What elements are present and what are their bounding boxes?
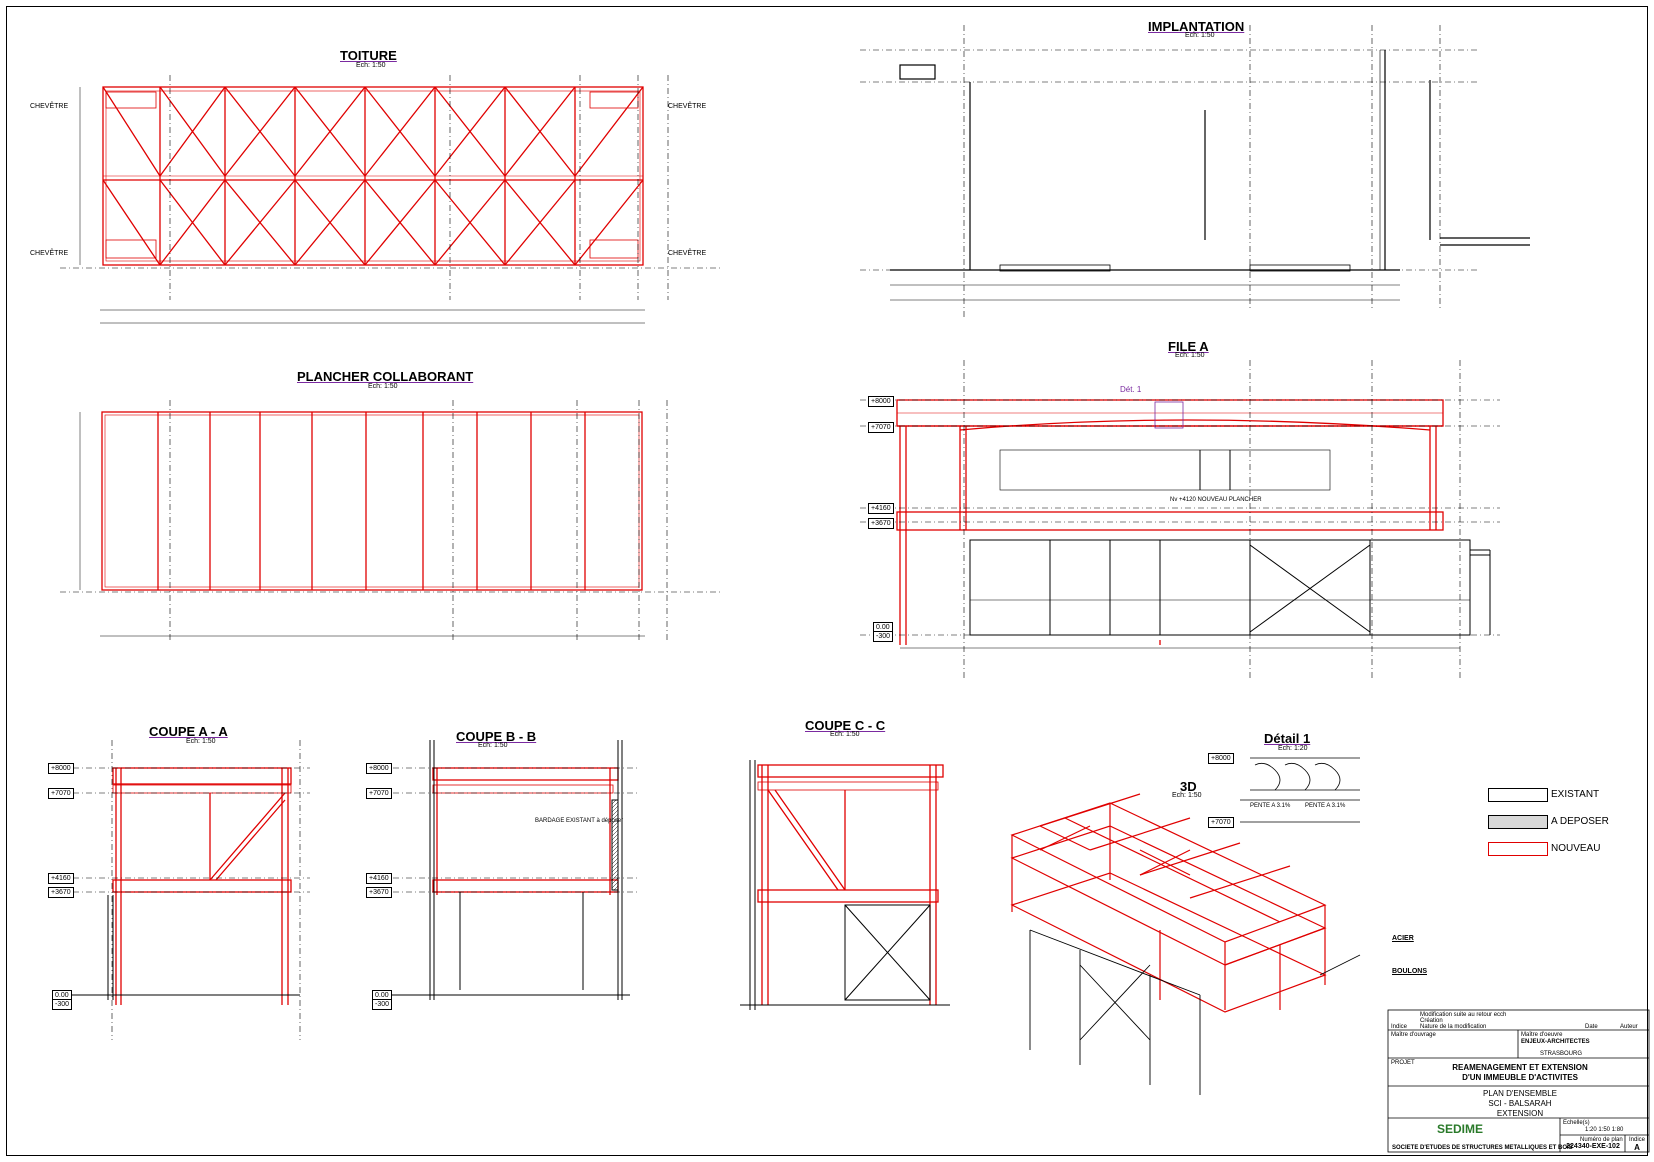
toiture-chevetre-right-2: CHEVÊTRE [668, 250, 707, 257]
company-logo: SEDIME [1436, 1122, 1483, 1136]
toiture-scale: Ech: 1:50 [356, 62, 386, 69]
level-tag-4160: +4160 [868, 503, 894, 514]
moe-city: STRASBOURG [1540, 1051, 1583, 1057]
company-full-name: SOCIETE D'ETUDES DE STRUCTURES METALLIQU… [1392, 1145, 1573, 1151]
rev-header-date: Date [1585, 1024, 1598, 1030]
notes-boulons: BOULONS [1392, 968, 1427, 975]
legend-existant-swatch [1488, 788, 1548, 802]
file-a-grid [860, 360, 1500, 680]
file-a-scale: Ech: 1:50 [1175, 352, 1205, 359]
coupe-bb-level-3670: +3670 [366, 887, 392, 898]
legend-existant-label: EXISTANT [1551, 789, 1600, 800]
coupe-cc-title: COUPE C - C [805, 718, 886, 733]
plancher-scale: Ech: 1:50 [368, 383, 398, 390]
toiture-grid [60, 75, 720, 300]
coupe-aa-level-4160: +4160 [48, 873, 74, 884]
detail-1-scale: Ech: 1:20 [1278, 745, 1308, 752]
plan-number: 224340-EXE-102 [1566, 1143, 1620, 1150]
coupe-bb-scale: Ech: 1:50 [478, 742, 508, 749]
moa-label: Maître d'ouvrage [1391, 1032, 1436, 1038]
coupe-aa-title: COUPE A - A [149, 724, 228, 739]
level-tag-300: -300 [873, 631, 894, 642]
coupe-cc-scale: Ech: 1:50 [830, 731, 860, 738]
coupe-aa-scale: Ech: 1:50 [186, 738, 216, 745]
rev-0: Création [1420, 1018, 1443, 1024]
coupe-bb-level-8000: +8000 [366, 763, 392, 774]
legend-nouveau-label: NOUVEAU [1551, 843, 1601, 854]
plancher-title: PLANCHER COLLABORANT [297, 369, 474, 384]
coupe-bb-level-7070: +7070 [366, 788, 392, 799]
coupe-bb-title: COUPE B - B [456, 729, 537, 744]
detail-1-level-8000: +8000 [1208, 753, 1234, 764]
plan-line-1: PLAN D'ENSEMBLE [1483, 1089, 1557, 1098]
scale-label: Echelle(s) [1563, 1120, 1590, 1126]
view-3d-scale: Ech: 1:50 [1172, 792, 1202, 799]
view-3d-title: 3D [1180, 779, 1197, 794]
toiture-plan [102, 86, 644, 266]
toiture-title: TOITURE [340, 48, 397, 63]
detail-1 [1240, 757, 1360, 823]
detail-1-slope-right: PENTE A 3.1% [1305, 803, 1346, 809]
rev-header-nature: Nature de la modification [1420, 1024, 1487, 1030]
level-tag-3670: +3670 [868, 518, 894, 529]
coupe-aa-level-7070: +7070 [48, 788, 74, 799]
coupe-cc-section [757, 764, 944, 1005]
detail-1-title: Détail 1 [1264, 731, 1311, 746]
plancher-grid [60, 400, 720, 640]
rev-header-author: Auteur [1620, 1024, 1638, 1030]
toiture-chevetre-left: CHEVÊTRE [30, 103, 69, 110]
level-tag-7070: +7070 [868, 422, 894, 433]
plan-no-label: Numéro de plan [1580, 1137, 1623, 1143]
drawing-sheet [6, 6, 1648, 1156]
projet-label: PROJET [1391, 1060, 1415, 1066]
moe-label: Maître d'oeuvre [1521, 1032, 1563, 1038]
coupe-aa-level-300: -300 [52, 999, 73, 1010]
coupe-bb-section [432, 767, 619, 895]
rev-header-index: Indice [1391, 1024, 1408, 1030]
legend-deposer-label: A DEPOSER [1551, 816, 1609, 827]
scale-values: 1:20 1:50 1:80 [1585, 1127, 1624, 1133]
toiture-chevetre-right: CHEVÊTRE [668, 103, 707, 110]
toiture-dims [79, 87, 645, 324]
legend-deposer-swatch [1488, 815, 1548, 829]
coupe-aa-section [112, 767, 292, 1005]
coupe-aa-level-3670: +3670 [48, 887, 74, 898]
coupe-bb-level-4160: +4160 [366, 873, 392, 884]
index-label: Indice [1629, 1137, 1646, 1143]
toiture-chevetre-left-2: CHEVÊTRE [30, 250, 69, 257]
moe-name: ENJEUX-ARCHITECTES [1521, 1039, 1590, 1045]
plan-line-2: SCI - BALSARAH [1488, 1099, 1552, 1108]
file-a-elevation-new [896, 399, 1444, 645]
view-3d [1010, 793, 1327, 1013]
rev-a: Modification suite au retour ecch [1420, 1012, 1507, 1018]
file-a-detail-ref: Dét. 1 [1120, 385, 1142, 394]
plancher-plan [101, 411, 643, 591]
coupe-aa-grid [60, 740, 310, 1040]
coupe-aa-level-8000: +8000 [48, 763, 74, 774]
notes-acier: ACIER [1392, 935, 1414, 942]
implantation-plan [890, 50, 1530, 272]
implantation-grid [860, 25, 1480, 320]
file-a-title: FILE A [1168, 339, 1209, 354]
coupe-bb-note: BARDAGE EXISTANT à déposer [535, 818, 624, 824]
implantation-title: IMPLANTATION [1148, 19, 1245, 34]
title-block-frame [1387, 1009, 1650, 1153]
file-a-elevation-existing [969, 449, 1491, 636]
file-a-note: Nv +4120 NOUVEAU PLANCHER [1170, 497, 1262, 503]
index-value: A [1634, 1143, 1640, 1152]
level-tag-8000: +8000 [868, 396, 894, 407]
coupe-bb-level-300: -300 [372, 999, 393, 1010]
legend-nouveau-swatch [1488, 842, 1548, 856]
detail-1-slope-left: PENTE A 3.1% [1250, 803, 1291, 809]
implantation-scale: Ech: 1:50 [1185, 32, 1215, 39]
plan-line-3: EXTENSION [1496, 1109, 1544, 1118]
project-line-2: D'UN IMMEUBLE D'ACTIVITES [1462, 1073, 1578, 1082]
detail-1-level-7070: +7070 [1208, 817, 1234, 828]
project-line-1: REAMENAGEMENT ET EXTENSION [1452, 1063, 1588, 1072]
